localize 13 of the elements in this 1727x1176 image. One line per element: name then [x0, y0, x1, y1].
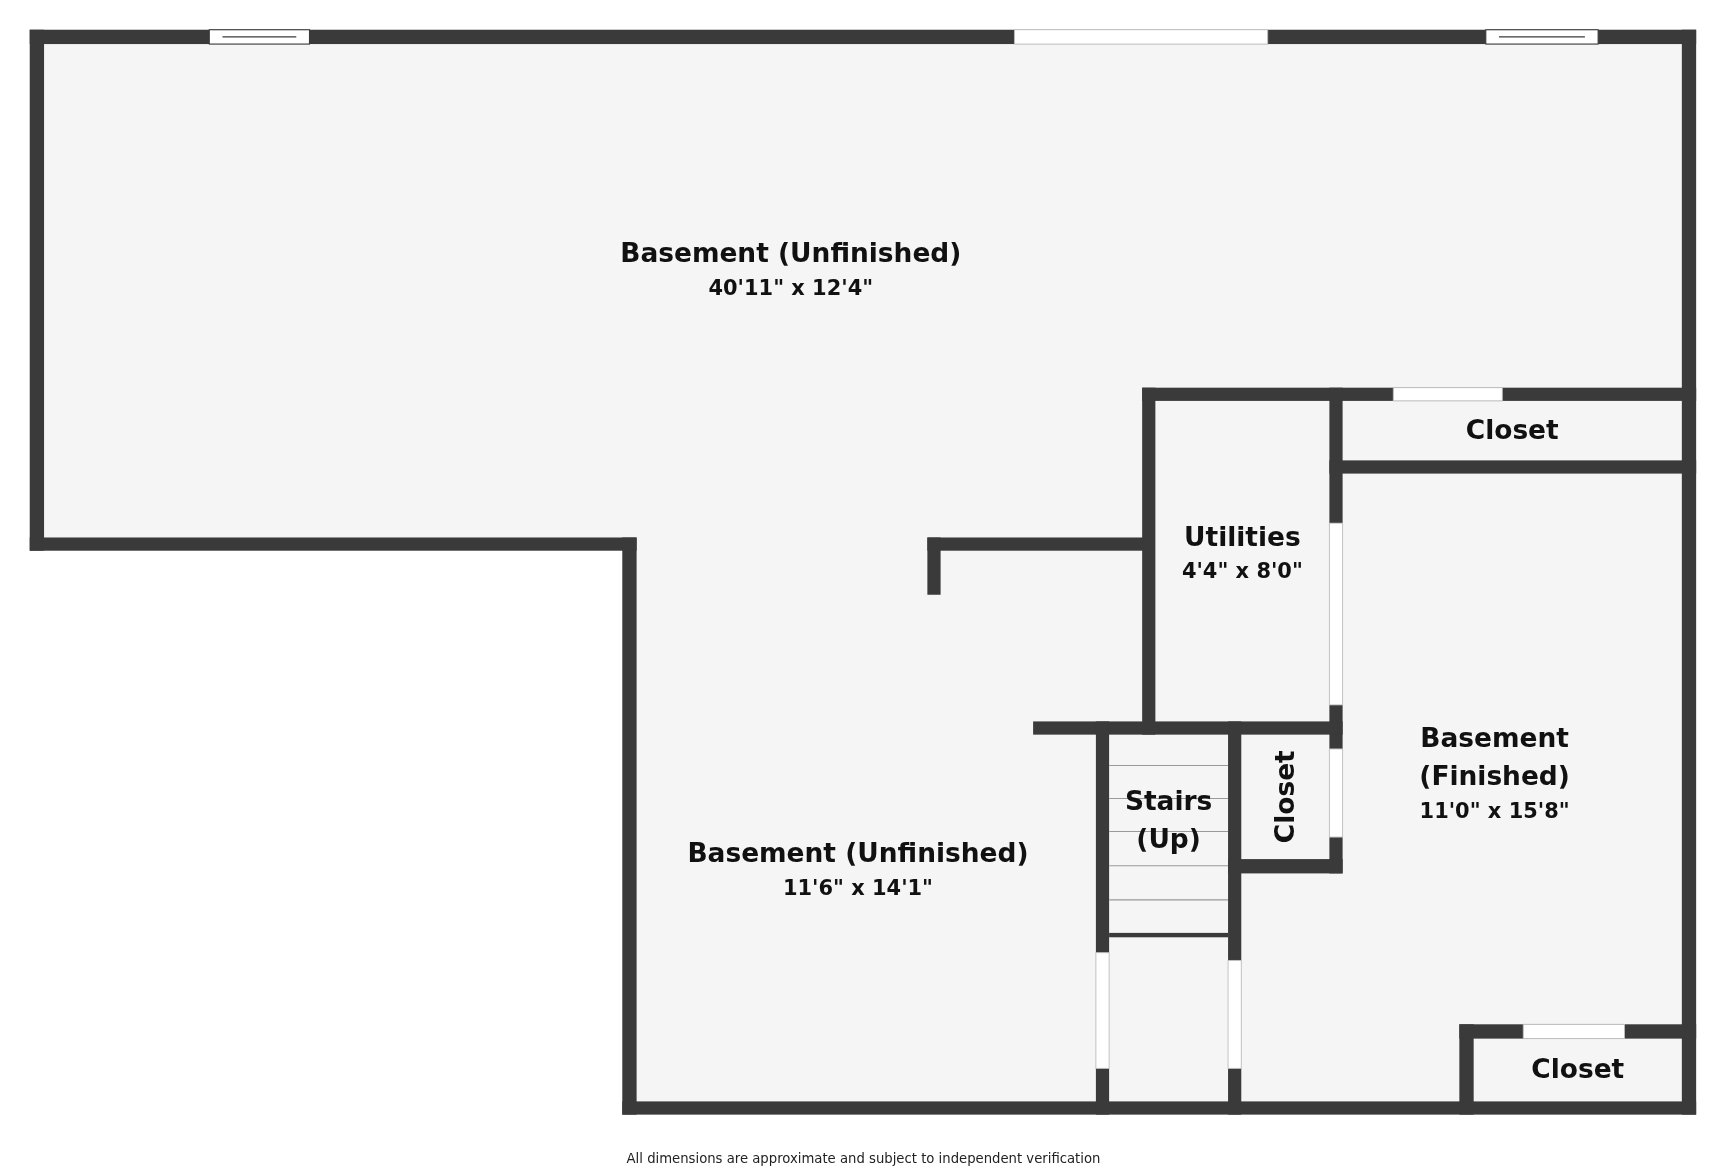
room-name: Basement (Finished)	[1418, 721, 1571, 794]
room-name: Closet	[1465, 413, 1559, 448]
disclaimer-note: All dimensions are approximate and subject to independent verification	[625, 1150, 1102, 1167]
room-name: Basement (Unfinished)	[687, 837, 1029, 872]
room-dimensions: 11'6" x 14'1"	[782, 875, 933, 900]
room-name: Stairs (Up)	[1123, 784, 1214, 857]
room-dimensions: 40'11" x 12'4"	[708, 275, 874, 300]
room-name: Utilities	[1184, 520, 1301, 555]
room-name: Basement (Unfinished)	[620, 237, 962, 271]
room-name: Closet	[1531, 1053, 1625, 1087]
room-dimensions: 4'4" x 8'0"	[1181, 558, 1303, 584]
room-dimensions: 11'0" x 15'8"	[1419, 798, 1570, 823]
room-name: Closet	[1268, 750, 1302, 844]
